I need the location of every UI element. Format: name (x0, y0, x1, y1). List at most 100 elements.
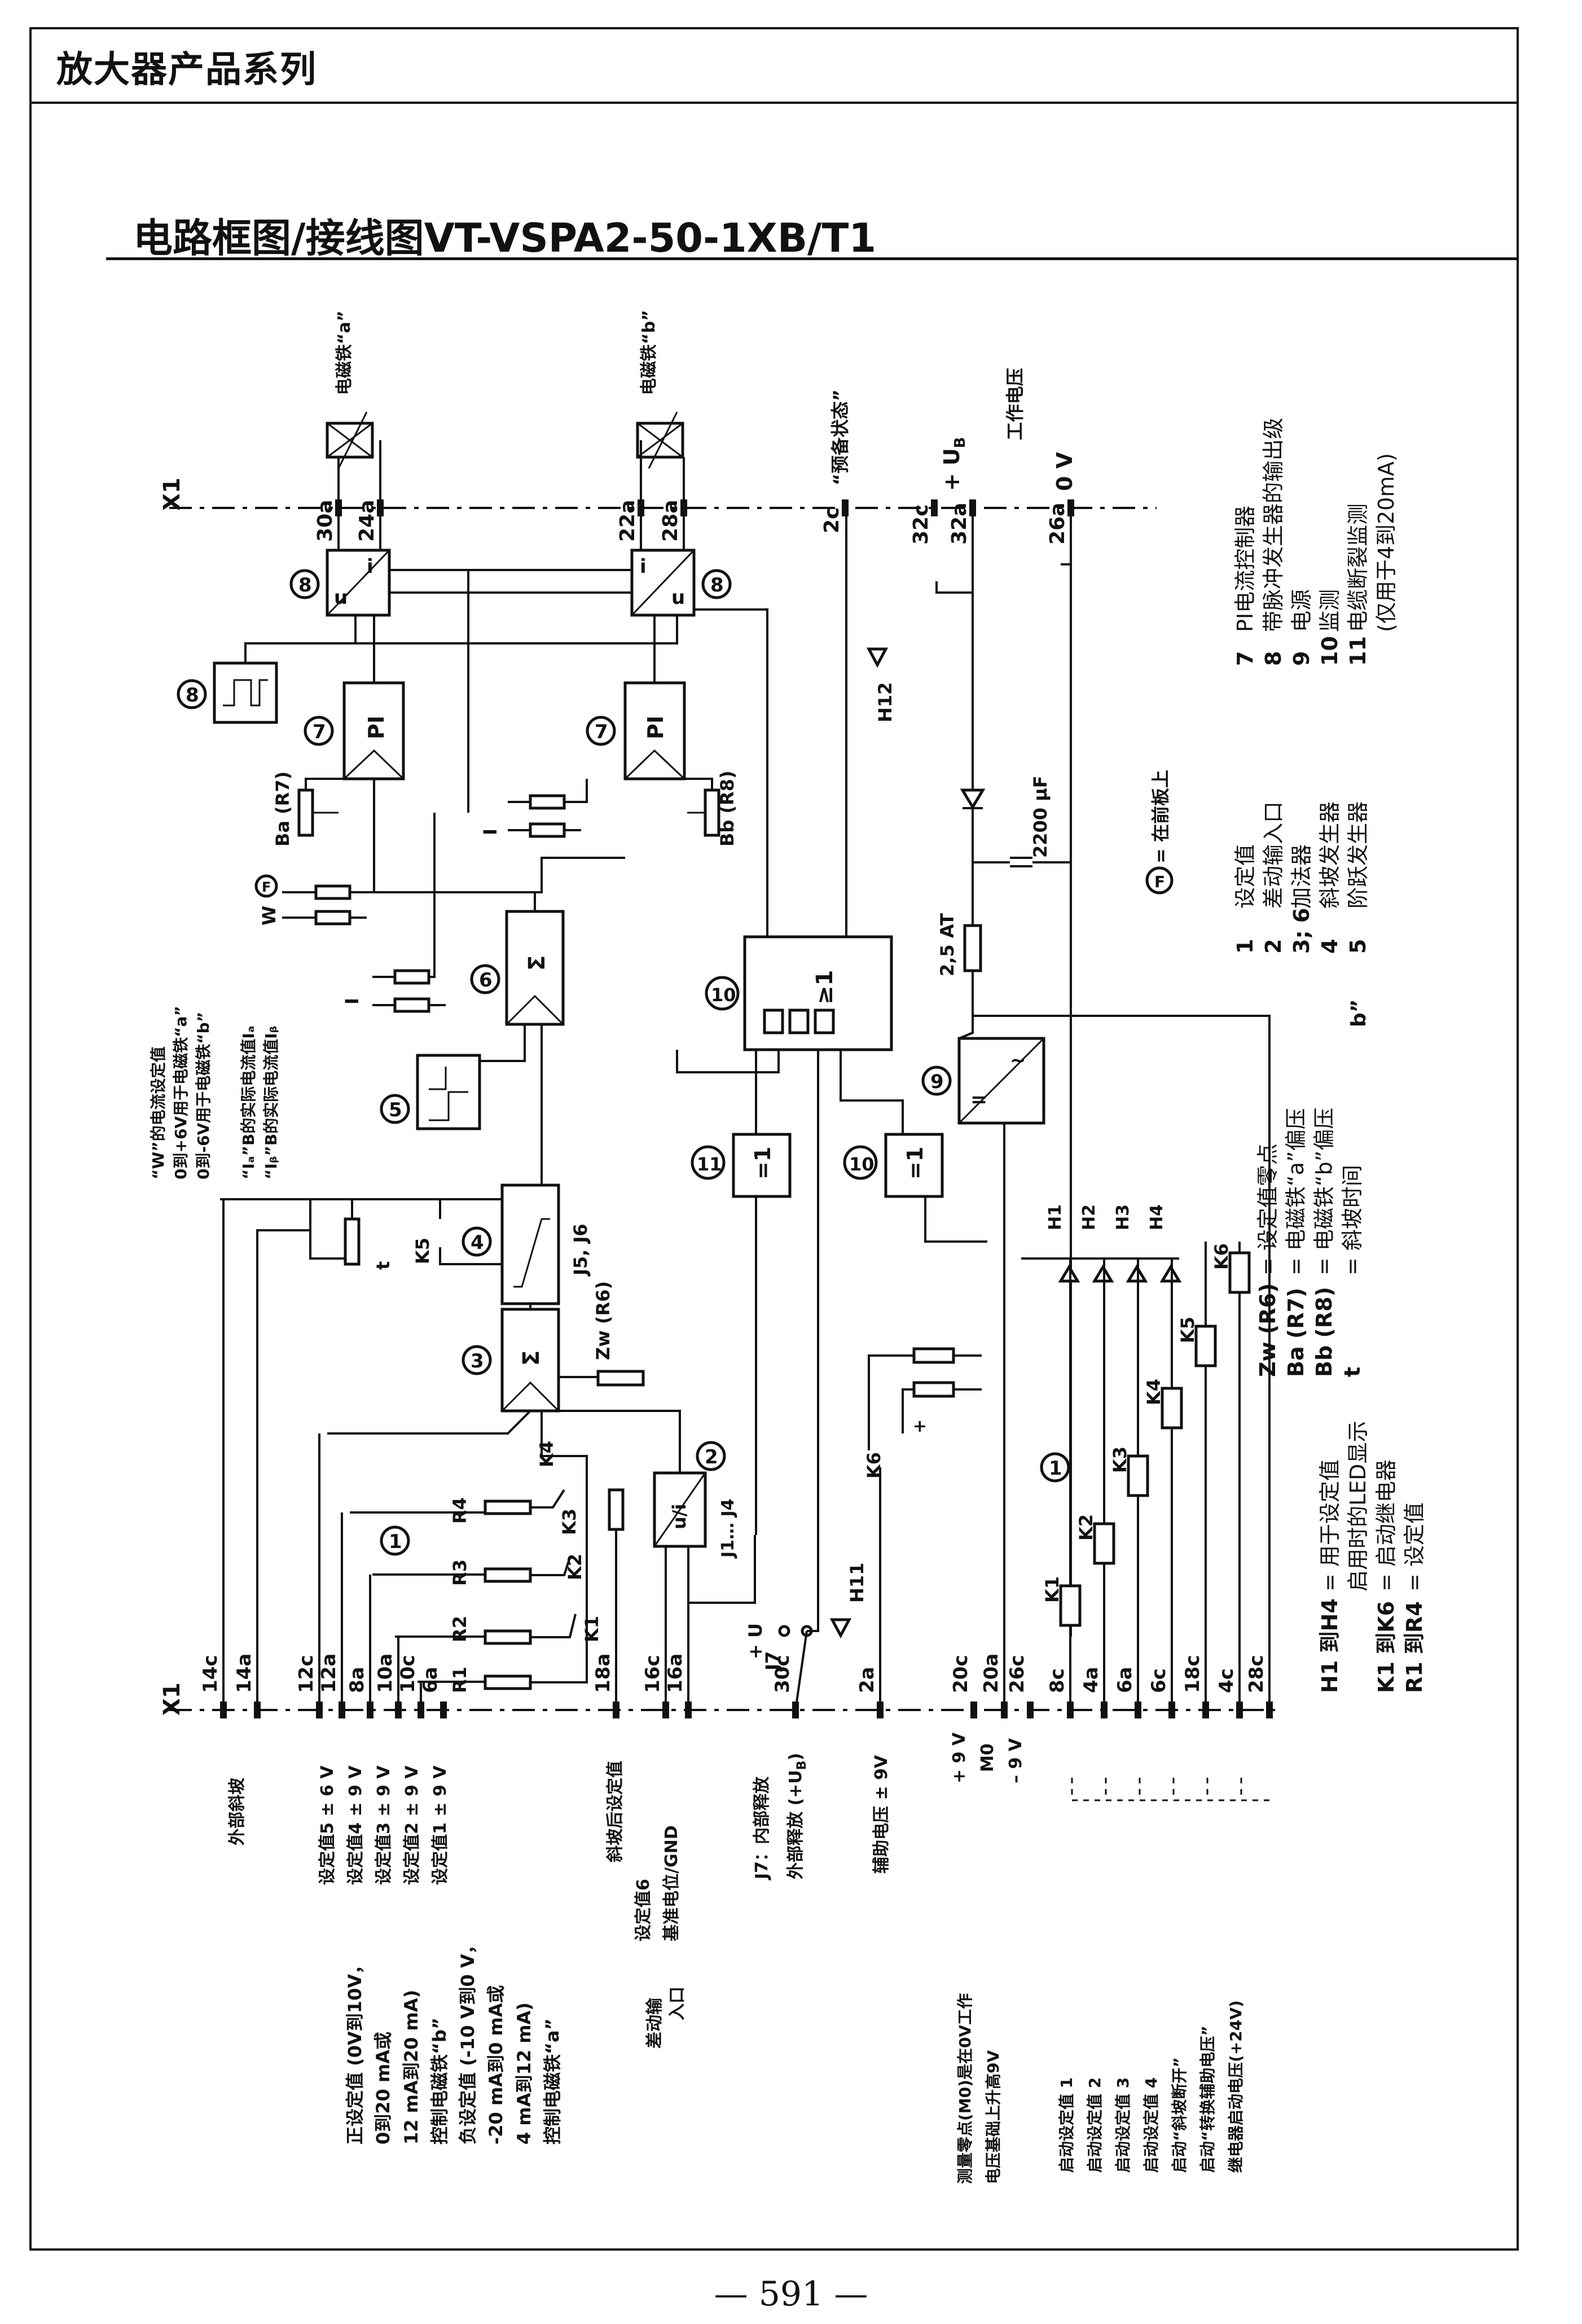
svg-text:斜坡发生器: 斜坡发生器 (1317, 801, 1342, 909)
title-rule (106, 257, 1517, 260)
setpoint-4-label: 设定值4 ± 9 V (346, 1765, 366, 1885)
zw-pot (596, 1370, 645, 1387)
svg-text:K4: K4 (1143, 1379, 1164, 1405)
svg-text:1: 1 (1233, 939, 1258, 954)
svg-text:u: u (671, 586, 685, 609)
svg-text:R1 到R4: R1 到R4 (1402, 1601, 1427, 1693)
svg-text:I: I (480, 828, 501, 835)
svg-text:u: u (334, 586, 348, 609)
step-generator-5: 5 (380, 1054, 481, 1130)
svg-text:5: 5 (1346, 939, 1370, 954)
svg-text:2: 2 (705, 1446, 718, 1468)
svg-text:0到20 mA或: 0到20 mA或 (372, 2032, 394, 2145)
diode (960, 788, 986, 810)
pin-22a: 22a (616, 500, 639, 542)
svg-text:4a: 4a (1080, 1667, 1102, 1693)
k6-contact-label: K6 (863, 1452, 885, 1479)
w-input: W F (254, 857, 625, 926)
svg-text:阶跃发生器: 阶跃发生器 (1346, 801, 1370, 909)
aux-voltage-label: 辅助电压 ± 9V (872, 1755, 891, 1874)
svg-text:控制电磁铁“a”: 控制电磁铁“a” (542, 2018, 563, 2145)
svg-text:K1 到K6: K1 到K6 (1374, 1601, 1399, 1693)
stray-b-label: b” (1347, 999, 1370, 1027)
start-ramp-off-label: 启动“斜坡断开” (1170, 2057, 1189, 2173)
svg-text:14a: 14a (233, 1654, 256, 1693)
svg-text:=: = (970, 1088, 987, 1111)
svg-text:K1: K1 (1042, 1576, 1063, 1603)
ramp-time-label: t (372, 1261, 394, 1270)
svg-text:10: 10 (1317, 636, 1342, 666)
svg-text:Ba (R7): Ba (R7) (272, 771, 293, 847)
ub-input-label: + U (745, 1623, 766, 1659)
svg-text:K5: K5 (1177, 1317, 1198, 1343)
svg-text:= 设定值零点: = 设定值零点 (1255, 1143, 1280, 1275)
svg-text:11: 11 (1346, 636, 1370, 666)
output-stage-b: i u 8 (630, 516, 732, 617)
svg-text:Ba (R7): Ba (R7) (1284, 1288, 1308, 1377)
svg-text:6a: 6a (1114, 1667, 1136, 1693)
setpoint-note: “W”的电流设定值 0到+6V用于电磁铁“a” 0到-6V用于电磁铁“b” “I… (149, 1006, 280, 1179)
svg-text:12a: 12a (318, 1654, 340, 1693)
svg-text:6a: 6a (419, 1667, 442, 1693)
svg-text:K3: K3 (559, 1509, 580, 1535)
ref-gnd-label: 基准电位/GND (662, 1825, 682, 1941)
ib-input: I (480, 779, 588, 838)
svg-text:H2: H2 (1079, 1204, 1099, 1230)
svg-text:= 斜坡时间: = 斜坡时间 (1340, 1165, 1365, 1275)
bias-pot-b: Bb (R8) (684, 770, 738, 847)
svg-text:14c: 14c (199, 1655, 222, 1693)
svg-text:8a: 8a (346, 1667, 368, 1693)
start-switches (1071, 1778, 1269, 1801)
page-frame (29, 27, 1519, 2251)
measure-zero-label: 测量零点(M0)是在0V工作 (956, 1993, 974, 2184)
svg-text:J1… J4: J1… J4 (718, 1498, 738, 1559)
svg-text:t: t (1340, 1367, 1365, 1377)
svg-text:负设定值 (-10 V到0 V，: 负设定值 (-10 V到0 V， (457, 1936, 478, 2145)
svg-text:“Iᵦ”B的实际电流值Iᵦ: “Iᵦ”B的实际电流值Iᵦ (262, 1026, 280, 1179)
svg-text:R3: R3 (449, 1559, 471, 1586)
svg-text:H1 到H4: H1 到H4 (1317, 1598, 1342, 1693)
ramp-generator-4: J5, J6 4 (462, 1183, 591, 1305)
svg-text:K3: K3 (1109, 1446, 1131, 1473)
output-stage-a: u i 8 (289, 516, 391, 617)
k6-resistor-1 (912, 1347, 955, 1364)
svg-text:4c: 4c (1215, 1668, 1238, 1693)
pin-26a: 26a (1046, 503, 1069, 545)
svg-text:8: 8 (298, 574, 312, 597)
svg-text:7: 7 (313, 721, 326, 743)
svg-text:26c: 26c (1006, 1655, 1029, 1693)
coil-b-label: 电磁铁“b” (639, 310, 659, 395)
summer-3: Σ 3 (462, 1308, 560, 1413)
svg-text:Bb (R8): Bb (R8) (717, 770, 738, 847)
h11-led (829, 1618, 852, 1639)
power-supply-9: = ~ 9 (921, 1037, 1045, 1125)
series-title: 放大器产品系列 (56, 49, 317, 91)
pi-controller-b: PI 7 (586, 681, 686, 780)
svg-text:(仅用于4到20mA): (仅用于4到20mA) (1374, 453, 1399, 632)
coil-a-symbol (326, 411, 381, 508)
svg-text:6: 6 (479, 969, 493, 992)
start-aux-label: 启动“转换辅助电压” (1198, 2025, 1217, 2173)
diff-input-label-2: 入口 (667, 1987, 687, 2020)
svg-text:Zw (R6): Zw (R6) (1255, 1283, 1280, 1377)
bias-pot-a: Ba (R7) (272, 771, 344, 847)
diff-input-label: 差动输 (645, 1997, 665, 2049)
setpoint-6-label: 设定值6 (634, 1879, 653, 1941)
ext-ramp-label: 外部斜坡 (227, 1778, 247, 1845)
ub-label: + UB (939, 437, 969, 491)
svg-text:~: ~ (1010, 1049, 1026, 1072)
svg-text:0到+6V用于电磁铁“a”: 0到+6V用于电磁铁“a” (172, 1006, 190, 1179)
svg-text:4: 4 (471, 1231, 484, 1254)
monitoring-10: ≥1 10 (705, 935, 893, 1051)
svg-text:16a: 16a (664, 1654, 687, 1693)
svg-text:= 用于设定值: = 用于设定值 (1317, 1459, 1342, 1591)
legend-right: 7 PI电流控制器 8 带脉冲发生器的输出级 9 电源 10 监测 11 电缆断… (1233, 418, 1399, 666)
cable-break-11: =1 11 (691, 1133, 792, 1198)
svg-text:18a: 18a (592, 1654, 614, 1693)
svg-text:10a: 10a (374, 1654, 397, 1693)
j7-label: J7 (762, 1651, 783, 1672)
svg-text:Σ: Σ (524, 955, 550, 971)
svg-text:控制电磁铁“b”: 控制电磁铁“b” (429, 2018, 450, 2145)
pi-controller-a: PI 7 (304, 681, 405, 780)
